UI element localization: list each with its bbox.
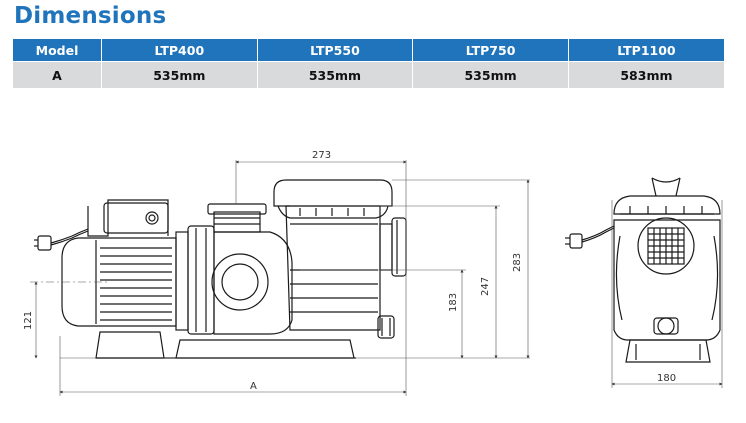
dimensions-table: Model LTP400 LTP550 LTP750 LTP1100 A 535… <box>13 39 724 88</box>
column-header-ltp1100: LTP1100 <box>568 39 724 62</box>
power-plug-icon <box>34 228 89 251</box>
table-row: A 535mm 535mm 535mm 583mm <box>13 61 724 88</box>
front-view-dimensions <box>611 200 723 388</box>
table-header-row: Model LTP400 LTP550 LTP750 LTP1100 <box>13 39 724 62</box>
column-header-ltp550: LTP550 <box>257 39 414 62</box>
column-header-model: Model <box>13 39 102 62</box>
dimension-label-183: 183 <box>448 293 459 312</box>
cell-ltp1100-a: 583mm <box>568 61 724 88</box>
page-title: Dimensions <box>14 3 167 29</box>
side-view-dimensions <box>30 160 530 396</box>
dimension-label-180: 180 <box>657 373 676 384</box>
dimension-label-121: 121 <box>23 311 34 330</box>
dimension-label-247: 247 <box>480 277 491 296</box>
row-label-a: A <box>13 61 102 88</box>
pump-front-view <box>565 177 721 363</box>
power-plug-icon <box>565 225 615 249</box>
dimension-label-283: 283 <box>512 253 523 272</box>
dimension-label-a: A <box>250 381 257 392</box>
pump-side-view <box>34 179 407 359</box>
dimension-label-273: 273 <box>312 150 331 161</box>
cell-ltp750-a: 535mm <box>412 61 569 88</box>
cell-ltp400-a: 535mm <box>101 61 258 88</box>
cell-ltp550-a: 535mm <box>257 61 414 88</box>
column-header-ltp750: LTP750 <box>412 39 569 62</box>
column-header-ltp400: LTP400 <box>101 39 258 62</box>
